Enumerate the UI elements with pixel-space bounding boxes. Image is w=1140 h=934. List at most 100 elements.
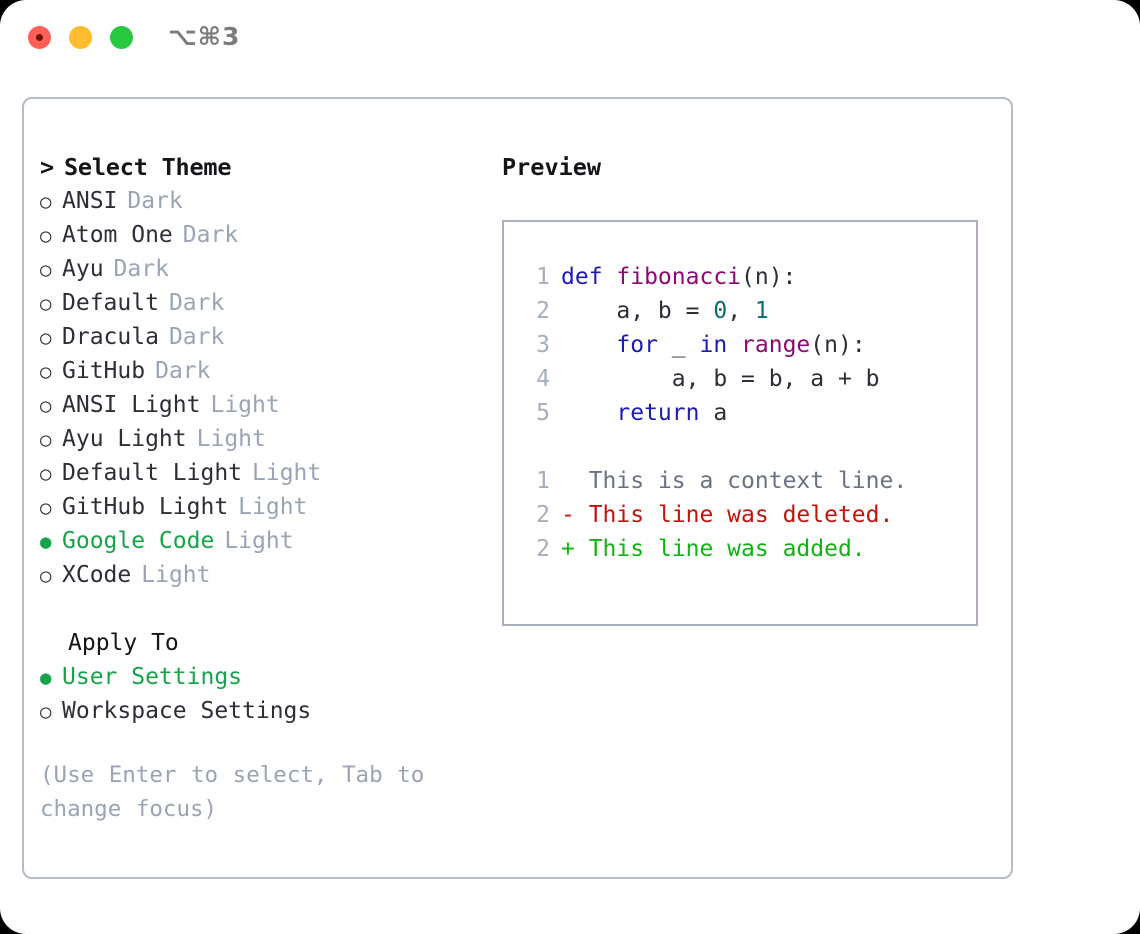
theme-item-tag: Dark: [127, 188, 183, 214]
code-token-kw: in: [699, 332, 728, 358]
theme-item-label: GitHub Light: [62, 494, 229, 520]
apply-to-option-workspace-settings[interactable]: ○ Workspace Settings: [40, 694, 470, 728]
window-title: ⌥⌘3: [168, 22, 241, 51]
code-token-pl: [727, 332, 741, 358]
close-button[interactable]: [28, 26, 51, 49]
theme-item-github-light[interactable]: ○ GitHub Light Light: [40, 490, 470, 524]
theme-item-label: ANSI Light: [62, 392, 201, 418]
apply-to-option-label: User Settings: [62, 664, 243, 690]
diff-line-number: 1: [536, 468, 550, 494]
caret-icon: >: [40, 153, 54, 181]
code-token-kw: for: [616, 332, 658, 358]
apply-to-option-user-settings[interactable]: ● User Settings: [40, 660, 470, 694]
theme-item-tag: Dark: [168, 324, 225, 350]
theme-item-ayu[interactable]: ○ Ayu Dark: [40, 252, 470, 286]
radio-unselected-icon: ○: [40, 497, 52, 519]
theme-item-default[interactable]: ○ Default Dark: [40, 286, 470, 320]
code-token-pl: _: [657, 332, 700, 358]
radio-unselected-icon: ○: [40, 293, 52, 315]
radio-selected-icon: ●: [40, 531, 52, 553]
code-token-fn: fibonacci: [616, 264, 742, 290]
radio-unselected-icon: ○: [40, 701, 52, 723]
code-token-num: 1: [754, 298, 769, 324]
diff-line-text: This line was added.: [574, 536, 866, 562]
radio-selected-icon: ●: [40, 667, 52, 689]
diff-line: 2 + This line was added.: [504, 532, 976, 566]
code-line-number: 5: [536, 400, 550, 426]
list-spacer: [40, 592, 470, 626]
theme-picker-header-label: Select Theme: [63, 153, 232, 181]
theme-item-label: XCode: [62, 562, 132, 588]
radio-unselected-icon: ○: [40, 327, 52, 349]
code-line-text: for _ in range(n):: [561, 328, 866, 362]
code-token-pl: (n):: [741, 264, 797, 290]
theme-item-google-code[interactable]: ● Google Code Light: [40, 524, 470, 558]
theme-item-label: Google Code: [62, 528, 215, 554]
theme-item-ansi-light[interactable]: ○ ANSI Light Light: [40, 388, 470, 422]
zoom-button[interactable]: [110, 26, 133, 49]
theme-item-tag: Dark: [155, 358, 211, 384]
code-token-pl: ,: [727, 298, 755, 324]
apply-to-option-label: Workspace Settings: [62, 698, 312, 724]
code-line: 5 return a: [504, 396, 976, 430]
radio-unselected-icon: ○: [40, 463, 52, 485]
diff-marker: +: [561, 536, 575, 562]
code-token-pl: a: [699, 400, 728, 426]
theme-item-tag: Dark: [168, 290, 225, 316]
apply-to-header: Apply To: [68, 630, 179, 656]
diff-line-number: 2: [536, 536, 550, 562]
theme-item-tag: Dark: [113, 256, 169, 282]
diff-sample: 1 This is a context line. 2- This line wa…: [504, 464, 976, 566]
code-line-text: return a: [561, 396, 727, 430]
theme-item-tag: Dark: [182, 222, 239, 248]
diff-marker: -: [561, 502, 575, 528]
title-bar: ⌥⌘3: [0, 0, 1140, 78]
radio-unselected-icon: ○: [40, 259, 52, 281]
code-token-pl: (n):: [810, 332, 866, 358]
traffic-lights: [28, 26, 133, 49]
code-token-pl: a, b =: [561, 298, 714, 324]
radio-unselected-icon: ○: [40, 395, 52, 417]
minimize-button[interactable]: [69, 26, 92, 49]
apply-to-list: ● User Settings ○ Workspace Settings: [40, 660, 470, 728]
radio-unselected-icon: ○: [40, 225, 52, 247]
code-line-number: 4: [536, 366, 550, 392]
code-token-kw: return: [616, 400, 700, 426]
theme-item-tag: Light: [238, 494, 308, 520]
preview-title: Preview: [502, 153, 602, 181]
code-line-number: 2: [536, 298, 550, 324]
theme-item-label: Default: [62, 290, 159, 316]
radio-unselected-icon: ○: [40, 361, 52, 383]
theme-item-tag: Light: [224, 528, 294, 554]
theme-item-label: Ayu: [62, 256, 104, 282]
radio-unselected-icon: ○: [40, 429, 52, 451]
code-token-pl: [561, 400, 616, 426]
theme-item-tag: Light: [210, 392, 280, 418]
code-line-number: 3: [536, 332, 550, 358]
theme-item-label: Ayu Light: [62, 426, 187, 452]
diff-gap: [504, 430, 976, 464]
theme-item-atom-one[interactable]: ○ Atom One Dark: [40, 218, 470, 252]
radio-unselected-icon: ○: [40, 191, 52, 213]
code-token-fn: range: [741, 332, 811, 358]
code-token-kw: def: [561, 264, 617, 290]
code-token-num: 0: [713, 298, 728, 324]
theme-picker-header: > Select Theme: [40, 150, 470, 184]
diff-line-text: This is a context line.: [574, 468, 908, 494]
keyboard-hint: (Use Enter to select, Tab to change focu…: [40, 762, 425, 822]
diff-marker: [561, 464, 575, 498]
theme-item-label: Atom One: [62, 222, 173, 248]
diff-line: 2- This line was deleted.: [504, 498, 976, 532]
